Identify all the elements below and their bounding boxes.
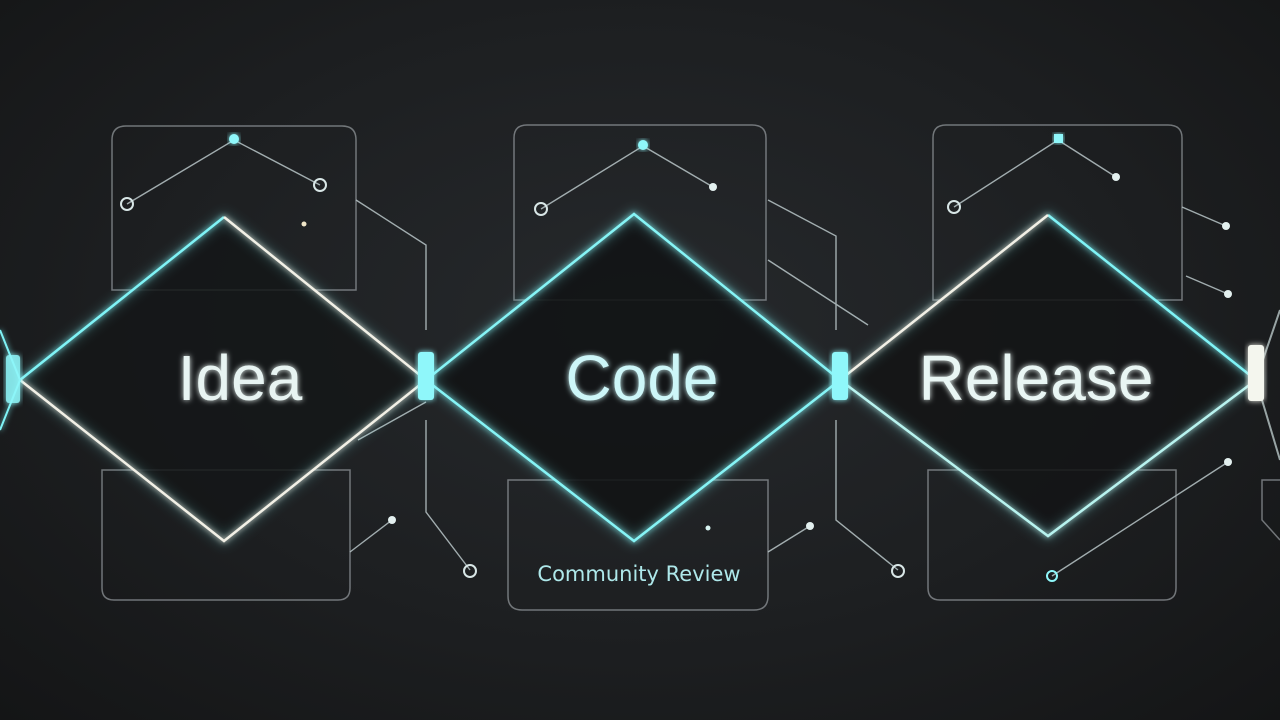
card-panel-2-top [513, 124, 767, 301]
card-panel-3-bottom [927, 469, 1177, 601]
node-filled [1224, 290, 1232, 298]
connectors [6, 345, 1264, 403]
trace-c1 [355, 199, 427, 330]
trace-1a [126, 139, 321, 205]
trace-c8 [1185, 275, 1229, 295]
node-glow [638, 140, 648, 150]
connector-right [1248, 345, 1264, 401]
node-glow [229, 134, 239, 144]
trace-c4 [767, 199, 837, 330]
trace-c6 [767, 525, 811, 553]
trace-c9 [1051, 461, 1229, 577]
node-open [947, 200, 961, 214]
connector-code-release [832, 352, 848, 400]
trace-c5 [835, 420, 899, 571]
node-filled [806, 522, 814, 530]
node-glow [1054, 134, 1063, 143]
node-filled [1224, 458, 1232, 466]
node-filled [1222, 222, 1230, 230]
node-open [534, 202, 548, 216]
node-open [463, 564, 477, 578]
connector-idea-code [418, 352, 434, 400]
stage-label-idea: Idea [178, 342, 303, 414]
trace-c3 [349, 519, 393, 553]
sparkle [301, 221, 307, 227]
card-panel-2-bottom [507, 479, 769, 611]
card-panel-1-bottom [101, 469, 351, 601]
node-open [313, 178, 327, 192]
trace-2a [540, 145, 714, 210]
card-panels [101, 124, 1280, 611]
connector-left [6, 355, 20, 403]
stage-label-release: Release [919, 342, 1154, 414]
trace-c11 [357, 401, 427, 441]
trace-3a [953, 139, 1117, 208]
node-filled [388, 516, 396, 524]
card-panel-4-edge [1261, 479, 1280, 541]
stage-label-code: Code [566, 342, 719, 414]
trace-c10 [767, 259, 869, 326]
node-open [891, 564, 905, 578]
node-filled [709, 183, 717, 191]
card-panel-1-top [111, 125, 357, 291]
node-open [120, 197, 134, 211]
sparkle [705, 525, 711, 531]
card-panel-3-top [932, 124, 1183, 301]
trace-nodes [120, 134, 1232, 582]
trace-c2 [425, 420, 471, 571]
trace-c7 [1181, 206, 1227, 227]
sub-label-review: Community Review [537, 562, 740, 586]
node-filled [1112, 173, 1120, 181]
node-open-cyan [1046, 570, 1058, 582]
